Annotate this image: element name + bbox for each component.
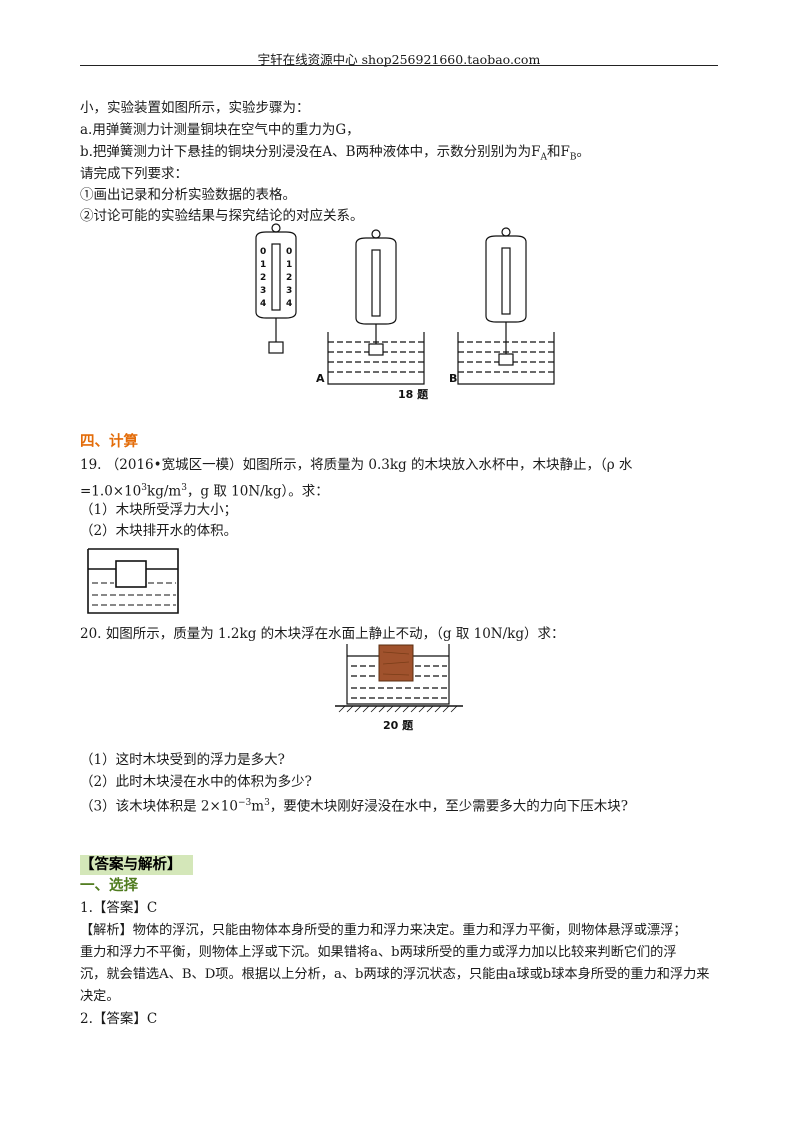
header-rule: [80, 65, 718, 66]
scale-num: 0: [260, 247, 266, 257]
figure-18: 0 1 2 3 4 0 1 2 3 4 A B: [255, 223, 555, 401]
page-header: 宇轩在线资源中心 shop256921660.taobao.com: [257, 52, 541, 67]
text-line-1: 小，实验装置如图所示，实验步骤为：: [80, 100, 310, 116]
wood-block-19: [115, 560, 147, 588]
q20-sup: −3: [237, 798, 252, 808]
q19-line-2-b: kg/m: [147, 483, 182, 500]
sub-b: B: [569, 152, 577, 163]
section-4-title: 四、计算: [80, 433, 138, 450]
text-line-4: 请完成下列要求：: [80, 166, 188, 182]
text-line-3-a: b.把弹簧测力计下悬挂的铜块分别浸没在A、B两种液体中，示数分别别为为F: [80, 144, 541, 160]
q20-sub-3-b: m: [251, 798, 265, 815]
text-line-5: ①画出记录和分析实验数据的表格。: [80, 187, 296, 203]
answers-title: 【答案与解析】: [80, 856, 182, 873]
explanation-1-line-1: 【解析】物体的浮沉，只能由物体本身所受的重力和浮力来决定。重力和浮力平衡，则物体…: [80, 923, 687, 938]
caption-20: 20 题: [383, 719, 414, 732]
q19-sup-2: 3: [181, 483, 187, 493]
text-line-3: b.把弹簧测力计下悬挂的铜块分别浸没在A、B两种液体中，示数分别别为为FA和FB…: [80, 143, 590, 167]
answers-title-highlight: [80, 855, 193, 875]
sub-a: A: [540, 152, 547, 163]
text-line-6: ②讨论可能的实验结果与探究结论的对应关系。: [80, 208, 364, 224]
scale-num: 4: [260, 299, 266, 309]
answer-2: 2.【答案】C: [80, 1011, 158, 1027]
scale-num: 2: [286, 273, 292, 283]
q19-line-2: =1.0×103kg/m3，g 取 10N/kg）。求：: [80, 479, 329, 501]
q19-line-1: 19. （2016•宽城区一模）如图所示，将质量为 0.3kg 的木块放入水杯中…: [80, 457, 633, 473]
scale-num: 0: [286, 247, 292, 257]
answer-1: 1.【答案】C: [80, 900, 158, 916]
scale-num: 3: [260, 286, 266, 296]
explanation-1-line-3: 沉，就会错选A、B、D项。根据以上分析，a、b两球的浮沉状态，只能由a球或b球本…: [80, 967, 710, 982]
scale-numbers-left-1: 0 1 2 3 4: [260, 247, 266, 309]
scale-num: 1: [260, 260, 266, 270]
q20-sub-3: （3）该木块体积是 2×10−3m3，要使木块刚好浸没在水中，至少需要多大的力向…: [80, 794, 628, 816]
text-line-2: a.用弹簧测力计测量铜块在空气中的重力为G，: [80, 122, 360, 138]
q20-line-1: 20. 如图所示，质量为 1.2kg 的木块浮在水面上静止不动，（g 取 10N…: [80, 626, 565, 642]
scale-num: 3: [286, 286, 292, 296]
q20-sub-3-a: （3）该木块体积是 2×10: [80, 798, 238, 815]
figure-20: 20 题: [335, 644, 463, 732]
explanation-1-line-2: 重力和浮力不平衡，则物体上浮或下沉。如果错将a、b两球所受的重力或浮力加以比较来…: [80, 945, 677, 960]
figure-19: [87, 548, 179, 614]
q19-line-2-c: ，g 取 10N/kg）。求：: [186, 483, 329, 500]
label-b: B: [449, 372, 457, 385]
spring-scale-3: [485, 227, 527, 366]
scale-num: 1: [286, 260, 292, 270]
q19-sub-1: （1）木块所受浮力大小；: [80, 502, 238, 518]
label-a: A: [316, 372, 325, 385]
text-line-3-b: 和F: [546, 144, 570, 160]
caption-18: 18 题: [398, 388, 429, 401]
q20-sub-2: （2）此时木块浸在水中的体积为多少?: [80, 774, 312, 790]
answers-section-1: 一、选择: [80, 877, 138, 894]
q20-sub-3-c: ，要使木块刚好浸没在水中，至少需要多大的力向下压木块?: [269, 798, 629, 815]
q19-sup: 3: [141, 483, 148, 493]
explanation-1-line-4: 决定。: [80, 989, 120, 1004]
q19-sub-2: （2）木块排开水的体积。: [80, 523, 238, 539]
scale-numbers-right-1: 0 1 2 3 4: [286, 247, 292, 309]
q19-line-2-a: =1.0×10: [80, 483, 142, 500]
spring-scale-1: [255, 223, 297, 354]
spring-scale-2: [355, 229, 397, 356]
q20-sub-1: （1）这时木块受到的浮力是多大?: [80, 752, 285, 768]
scale-num: 4: [286, 299, 292, 309]
scale-num: 2: [260, 273, 266, 283]
text-line-3-c: 。: [576, 144, 590, 160]
q20-sup-2: 3: [264, 798, 270, 808]
